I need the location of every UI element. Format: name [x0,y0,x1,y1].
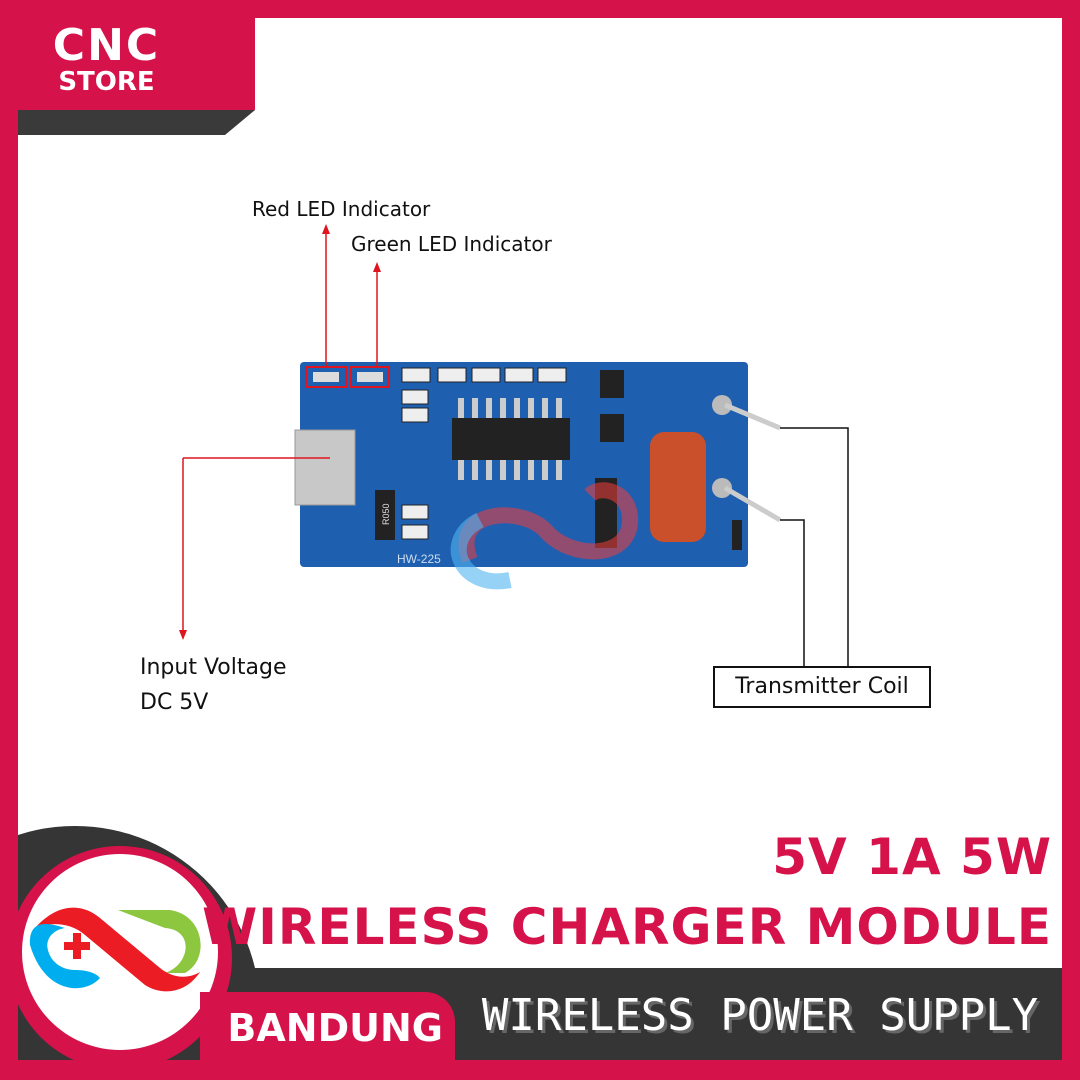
micro-usb-port [294,429,356,506]
coil-leader-lines [780,427,849,666]
logo-shadow [18,110,255,135]
subtitle-text: WIRELESS POWER SUPPLY [481,990,1039,1041]
logo-line1: CNC [52,20,161,71]
spec-title: 5V 1A 5W [772,828,1052,886]
board-silk: HW-225 [397,552,441,566]
resistor-silk: R050 [381,503,391,525]
annotation-arrows [179,224,381,640]
coil-wires [723,402,782,523]
transmitter-coil-label: Transmitter Coil [713,666,931,708]
city-badge: BANDUNG [200,992,455,1060]
shunt-resistor [375,490,395,540]
green-led-highlight [350,366,390,388]
frame-top [0,0,1080,18]
ic-chip [452,418,570,460]
green-led-label: Green LED Indicator [351,232,552,256]
red-led-label: Red LED Indicator [252,197,431,221]
pcb-board: R050 HW-225 [294,362,782,590]
frame-right [1062,0,1080,1080]
watermark-logo [458,482,639,563]
product-title: WIRELESS CHARGER MODULE [202,898,1052,956]
input-dc-label: DC 5V [140,690,209,715]
capacitor [650,432,706,542]
logo-line2: STORE [58,67,155,97]
input-voltage-label: Input Voltage [140,655,287,680]
frame-left [0,0,18,1080]
frame-bottom [0,1060,1080,1080]
brand-infinity-logo [29,907,201,992]
cnc-store-logo: CNC STORE [18,18,255,110]
